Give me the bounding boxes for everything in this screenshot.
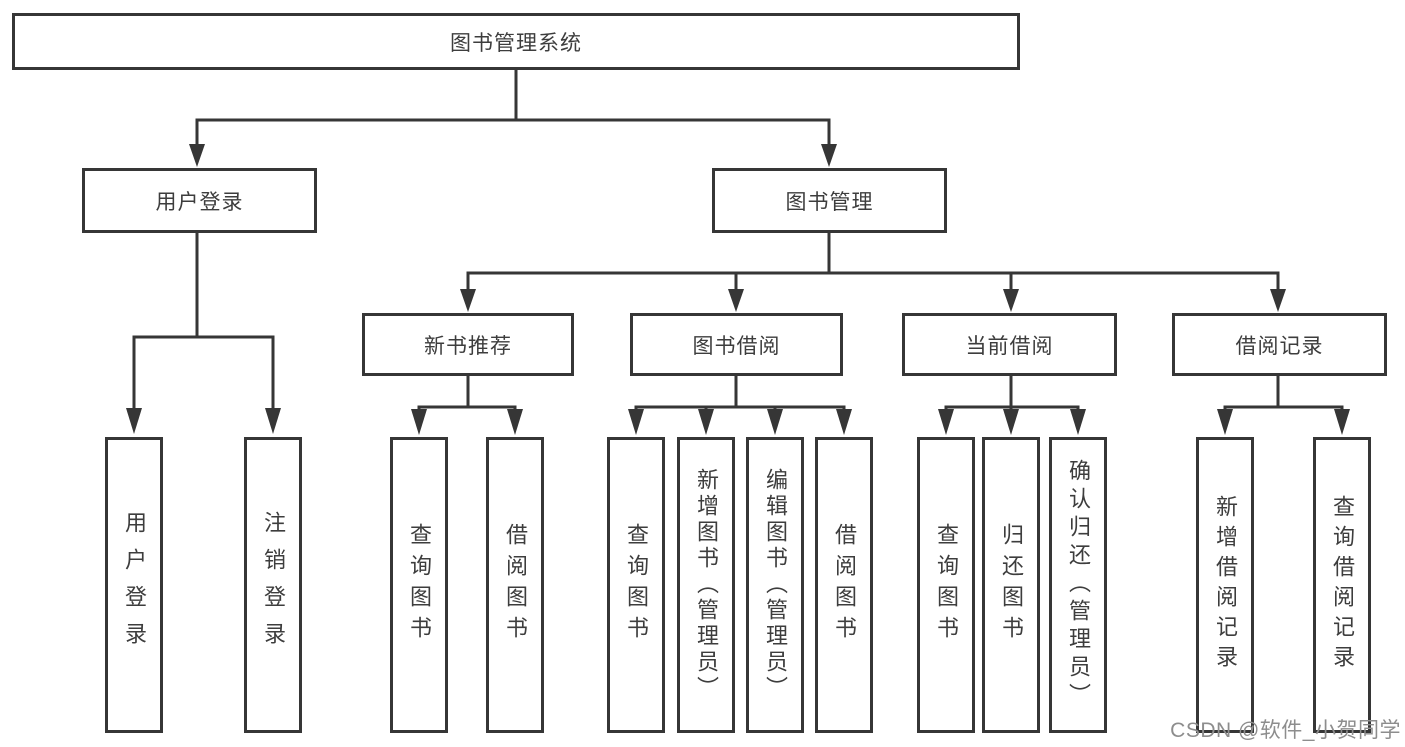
- node-label: 归还图书: [999, 523, 1024, 647]
- node-book-borrowing: 图书借阅: [630, 313, 843, 376]
- arrowhead: [1270, 289, 1286, 312]
- node-label: 借阅记录: [1235, 334, 1324, 358]
- arrowhead: [265, 408, 281, 434]
- node-new-book-recommendation: 新书推荐: [362, 313, 574, 376]
- node-label: 编辑图书（管理员）: [763, 468, 788, 702]
- connector-root-to-level2: [195, 68, 831, 147]
- arrowhead: [1070, 409, 1086, 435]
- node-current-borrowing: 当前借阅: [902, 313, 1117, 376]
- node-label: 查询图书: [934, 523, 959, 647]
- node-user-login: 用户登录: [82, 168, 317, 233]
- node-label: 查询图书: [407, 523, 432, 647]
- node-label: 用户登录: [155, 190, 244, 214]
- connector-bookborrow-to-leaves: [634, 374, 846, 412]
- connector-borrowrec-to-leaves: [1223, 374, 1344, 412]
- leaf-add-book-admin: 新增图书（管理员）: [677, 437, 735, 733]
- node-label: 图书借阅: [692, 334, 781, 358]
- arrowhead: [698, 409, 714, 435]
- arrowhead: [1003, 409, 1019, 435]
- leaf-borrow-book: 借阅图书: [815, 437, 873, 733]
- arrowhead: [411, 409, 427, 435]
- node-library-management-system: 图书管理系统: [12, 13, 1020, 70]
- arrowhead: [460, 289, 476, 312]
- leaf-edit-book-admin: 编辑图书（管理员）: [746, 437, 804, 733]
- node-label: 新书推荐: [424, 334, 512, 358]
- connector-userlogin-to-leaves: [132, 231, 275, 411]
- arrowhead: [728, 289, 744, 312]
- node-label: 图书管理系统: [450, 31, 582, 55]
- arrowhead: [1217, 409, 1233, 435]
- node-label: 图书管理: [785, 190, 874, 214]
- node-label: 确认归还（管理员）: [1066, 459, 1091, 711]
- arrowhead: [1334, 409, 1350, 435]
- arrowhead: [189, 144, 205, 167]
- node-label: 用户登录: [122, 511, 147, 659]
- leaf-return-book: 归还图书: [982, 437, 1040, 733]
- node-label: 新增图书（管理员）: [694, 468, 719, 702]
- node-label: 新增借阅记录: [1213, 495, 1238, 675]
- node-label: 借阅图书: [832, 523, 857, 647]
- leaf-query-book: 查询图书: [390, 437, 448, 733]
- arrowhead: [507, 409, 523, 435]
- node-borrowing-records: 借阅记录: [1172, 313, 1387, 376]
- leaf-user-login: 用户登录: [105, 437, 163, 733]
- arrowhead: [836, 409, 852, 435]
- arrowhead: [767, 409, 783, 435]
- connector-bookmgmt-to-level3: [466, 231, 1280, 292]
- arrowhead: [1003, 289, 1019, 312]
- leaf-confirm-return-admin: 确认归还（管理员）: [1049, 437, 1107, 733]
- node-label: 查询借阅记录: [1330, 495, 1355, 675]
- connector-newbook-to-leaves: [417, 374, 517, 412]
- leaf-query-borrow-record: 查询借阅记录: [1313, 437, 1371, 733]
- arrowhead: [938, 409, 954, 435]
- node-label: 借阅图书: [503, 523, 528, 647]
- leaf-query-book: 查询图书: [917, 437, 975, 733]
- leaf-query-book: 查询图书: [607, 437, 665, 733]
- leaf-borrow-book: 借阅图书: [486, 437, 544, 733]
- leaf-logout: 注销登录: [244, 437, 302, 733]
- arrowhead: [628, 409, 644, 435]
- csdn-watermark: CSDN @软件_小贺同学: [1170, 719, 1401, 742]
- arrowhead: [126, 408, 142, 434]
- leaf-add-borrow-record: 新增借阅记录: [1196, 437, 1254, 733]
- connector-curborrow-to-leaves: [944, 374, 1080, 412]
- node-book-management: 图书管理: [712, 168, 947, 233]
- node-label: 当前借阅: [965, 334, 1054, 358]
- node-label: 查询图书: [624, 523, 649, 647]
- arrowhead: [821, 144, 837, 167]
- node-label: 注销登录: [261, 511, 286, 659]
